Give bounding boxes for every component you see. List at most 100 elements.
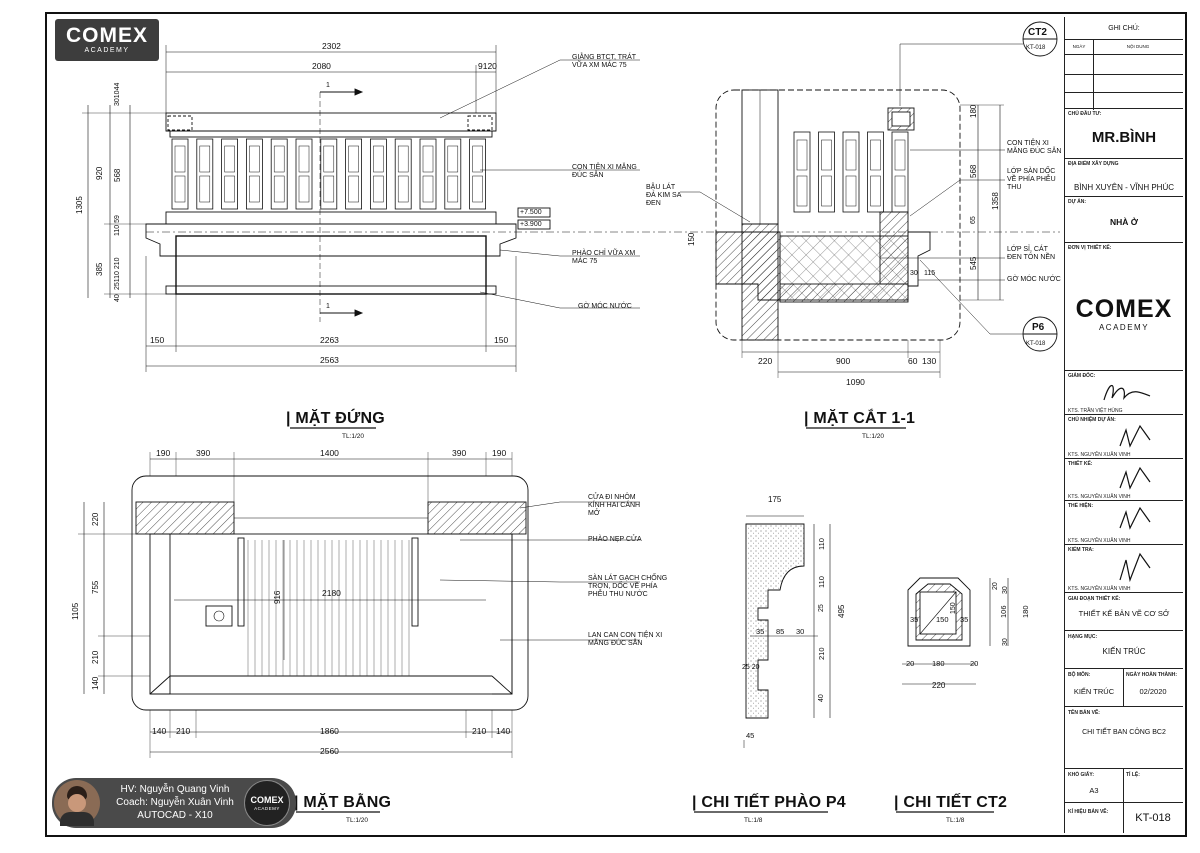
p4-dim-30: 30 bbox=[796, 627, 805, 636]
callout-ct2-id: CT2 bbox=[1028, 27, 1047, 38]
course-name: AUTOCAD - X10 bbox=[137, 810, 213, 821]
tb-stage: GIAI ĐOẠN THIẾT KẾ: THIẾT KẾ BẢN VẼ CƠ S… bbox=[1065, 593, 1183, 631]
plan-dim-140-left: 140 bbox=[152, 726, 167, 736]
logo-main-text: COMEX bbox=[65, 24, 148, 47]
sec-dim-180: 180 bbox=[969, 104, 978, 118]
ct2-dim-30-top: 30 bbox=[1002, 586, 1009, 594]
plan-dim-220: 220 bbox=[91, 512, 100, 526]
tb-drawing-name: TÊN BẢN VẼ: CHI TIẾT BAN CÔNG BC2 bbox=[1065, 707, 1183, 769]
tb-location-value: BÌNH XUYÊN - VĨNH PHÚC bbox=[1073, 183, 1174, 192]
note-giang-btct: GIẰNG BTCT, TRÁT VỮA XM MÁC 75 bbox=[572, 54, 636, 69]
p4-dim-40: 40 bbox=[818, 694, 825, 702]
baluster bbox=[444, 138, 462, 210]
note-con-tien: CON TIỆN XI MĂNG ĐÚC SẴN bbox=[572, 164, 637, 179]
p4-dim-2520: 25 20 bbox=[742, 664, 760, 671]
ct2-dim-35-left: 35 bbox=[910, 615, 919, 624]
ct2-dim-220: 220 bbox=[932, 681, 946, 690]
title-elevation: | MẶT ĐỨNG bbox=[286, 410, 385, 427]
tb-sheet: KÍ HIỆU BẢN VẼ: KT-018 bbox=[1065, 803, 1183, 833]
ct2-dim-20-left: 20 bbox=[906, 659, 915, 668]
tb-draw: THỂ HIỆN: KTS. NGUYỄN XUÂN VINH bbox=[1065, 501, 1183, 545]
sec-dim-1358: 1358 bbox=[991, 192, 1000, 210]
sec-dim-115: 115 bbox=[924, 270, 936, 277]
tb-category-value: KIẾN TRÚC bbox=[1102, 647, 1146, 656]
ct2-dim-20-top: 20 bbox=[992, 582, 999, 590]
tb-project: DỰ ÁN: NHÀ Ở bbox=[1065, 197, 1183, 243]
elev-dim-150-left: 150 bbox=[150, 335, 165, 345]
plan-dim-1105: 1105 bbox=[71, 602, 80, 620]
tb-comex-logo: COMEX bbox=[1075, 295, 1173, 323]
baluster bbox=[196, 138, 214, 210]
ct2-dim-150-inner: 150 bbox=[950, 602, 957, 614]
elev-dim-150-right: 150 bbox=[494, 335, 509, 345]
tb-director: GIÁM ĐỐC: KTS. TRẦN VIỆT HÙNG bbox=[1065, 371, 1183, 415]
ct2-dim-106: 106 bbox=[999, 605, 1008, 618]
plan-dim-1400: 1400 bbox=[320, 448, 339, 458]
scale-elevation: TL:1/20 bbox=[342, 433, 365, 440]
section-mark-top: 1 bbox=[326, 82, 330, 89]
tb-divider bbox=[1123, 769, 1124, 803]
scale-detail-ct2: TL:1/8 bbox=[946, 817, 965, 824]
tb-notes-header: GHI CHÚ: bbox=[1108, 25, 1140, 32]
elev-dim-25110: 25110 210 bbox=[114, 257, 121, 290]
p4-dim-25: 25 bbox=[818, 604, 825, 612]
baluster bbox=[221, 138, 239, 210]
logo-sub-text: ACADEMY bbox=[84, 47, 130, 54]
tb-drawing-label: TÊN BẢN VẼ: bbox=[1068, 710, 1100, 716]
section-mark-bottom: 1 bbox=[326, 303, 330, 310]
title-block: GHI CHÚ: NGÀY NỘI DUNG CHỦ ĐẦU TƯ: MR.BÌ… bbox=[1064, 17, 1183, 833]
section-baluster bbox=[818, 131, 835, 213]
tb-stage-label: GIAI ĐOẠN THIẾT KẾ: bbox=[1068, 596, 1121, 602]
tb-row-line bbox=[1065, 92, 1183, 93]
tb-ratio-label: TỈ LỆ: bbox=[1126, 772, 1140, 778]
tb-designer-unit-label: ĐƠN VỊ THIẾT KẾ: bbox=[1068, 245, 1112, 251]
tb-dept-value: KIẾN TRÚC bbox=[1073, 687, 1115, 696]
baluster bbox=[320, 138, 338, 210]
elev-dim-2263: 2263 bbox=[320, 335, 339, 345]
tb-owner-label: CHỦ ĐẦU TƯ: bbox=[1068, 111, 1102, 117]
tb-divider bbox=[1123, 669, 1124, 707]
elev-dim-301044: 301044 bbox=[114, 82, 121, 106]
plan-note-phao-nep: PHÀO NẸP CỬA bbox=[588, 536, 642, 543]
sheet-border bbox=[45, 12, 1187, 837]
tb-date-value: 02/2020 bbox=[1139, 687, 1167, 696]
tb-director-name: KTS. TRẦN VIỆT HÙNG bbox=[1068, 408, 1123, 414]
baluster bbox=[295, 138, 313, 210]
sec-dim-220: 220 bbox=[758, 356, 773, 366]
baluster bbox=[245, 138, 263, 210]
tb-design-label: THIẾT KẾ: bbox=[1068, 461, 1093, 467]
section-view bbox=[680, 21, 1058, 378]
tb-draw-name: KTS. NGUYỄN XUÂN VINH bbox=[1068, 538, 1131, 544]
plan-dim-1860: 1860 bbox=[320, 726, 339, 736]
tb-location-label: ĐỊA ĐIỂM XÂY DỰNG bbox=[1068, 161, 1119, 167]
avatar-face bbox=[68, 794, 86, 812]
detail-ct2-view bbox=[902, 577, 1009, 685]
plan-dim-140: 140 bbox=[91, 676, 100, 690]
plan-dim-210: 210 bbox=[91, 650, 100, 664]
tb-category: HẠNG MỤC: KIẾN TRÚC bbox=[1065, 631, 1183, 669]
tb-category-label: HẠNG MỤC: bbox=[1068, 634, 1098, 640]
tb-col-content: NỘI DUNG bbox=[1126, 44, 1150, 49]
ct2-dim-180: 180 bbox=[932, 659, 945, 668]
p4-dim-110-b: 110 bbox=[817, 576, 826, 588]
elev-dim-2080: 2080 bbox=[312, 61, 331, 71]
tb-draw-label: THỂ HIỆN: bbox=[1068, 503, 1093, 509]
tb-owner: CHỦ ĐẦU TƯ: MR.BÌNH bbox=[1065, 109, 1183, 159]
sec-note-con-tien: CON TIỆN XI MĂNG ĐÚC SẴN bbox=[1007, 140, 1062, 155]
plan-dim-140-right: 140 bbox=[496, 726, 511, 736]
avatar-body bbox=[60, 812, 94, 826]
tb-divider bbox=[1123, 803, 1124, 833]
tb-pm: CHỦ NHIỆM DỰ ÁN: KTS. NGUYỄN XUÂN VINH bbox=[1065, 415, 1183, 459]
tb-check-label: KIỂM TRA: bbox=[1068, 547, 1094, 553]
plan-note-lan-can: LAN CAN CON TIỆN XI MĂNG ĐÚC SẴN bbox=[588, 632, 663, 647]
sec-dim-568: 568 bbox=[969, 164, 978, 178]
tb-sheet-label: KÍ HIỆU BẢN VẼ: bbox=[1068, 809, 1109, 815]
tb-project-label: DỰ ÁN: bbox=[1068, 199, 1087, 205]
comex-logo-top: COMEX ACADEMY bbox=[55, 19, 159, 61]
tb-pm-label: CHỦ NHIỆM DỰ ÁN: bbox=[1068, 417, 1116, 423]
tb-pm-name: KTS. NGUYỄN XUÂN VINH bbox=[1068, 452, 1131, 458]
tb-stage-value: THIẾT KẾ BẢN VẼ CƠ SỞ bbox=[1078, 609, 1170, 618]
sec-dim-150: 150 bbox=[687, 232, 696, 246]
note-phao-chi: PHÀO CHỈ VỮA XM MÁC 75 bbox=[572, 250, 636, 265]
